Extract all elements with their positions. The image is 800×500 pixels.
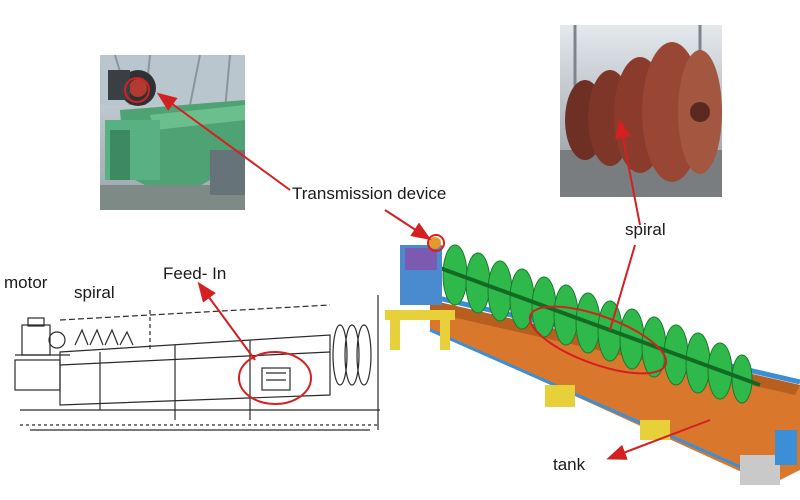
transmission-device-photo [100, 55, 245, 210]
label-motor: motor [4, 273, 47, 293]
feed-in-arrow [200, 285, 255, 360]
technical-drawing [15, 295, 380, 430]
spiral-photo [560, 25, 722, 197]
label-spiral-right: spiral [625, 220, 666, 240]
label-spiral-left: spiral [74, 283, 115, 303]
label-feed-in: Feed- In [163, 264, 226, 284]
label-tank: tank [553, 455, 585, 475]
label-transmission-device: Transmission device [292, 184, 446, 204]
spiral-classifier-3d [385, 237, 800, 485]
transmission-arrow-machine [385, 210, 428, 238]
